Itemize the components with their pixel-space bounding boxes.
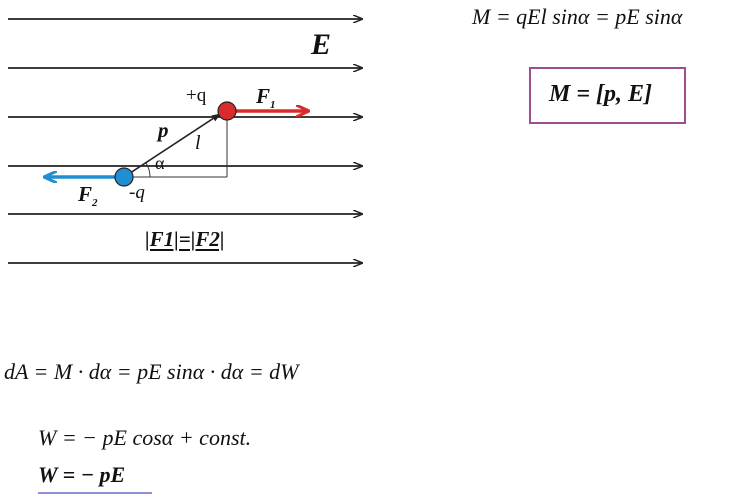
- force2-label: F2: [78, 182, 98, 209]
- length-label: l: [195, 132, 201, 154]
- force1-label: F1: [256, 84, 276, 111]
- dipole-vector-arrow: [123, 113, 221, 178]
- torque-vector-formula: M = [p, E]: [549, 81, 653, 107]
- field-lines: [8, 19, 362, 263]
- positive-charge: [217, 101, 237, 121]
- torque-vector-box: [529, 67, 686, 124]
- torque-formula: M = qEl sinα = pE sinα: [472, 4, 683, 29]
- force-equality-label: |F1|=|F2|: [145, 227, 225, 251]
- negative-charge: [114, 167, 134, 187]
- force2-symbol: F: [78, 182, 93, 206]
- force1-symbol: F: [256, 84, 271, 108]
- dipole-vector-label: p: [158, 118, 169, 142]
- field-label: E: [311, 28, 332, 61]
- angle-label: α: [155, 153, 165, 173]
- minus-charge-label: -q: [129, 182, 145, 203]
- energy-vector-formula: W = − pE: [38, 462, 126, 487]
- energy-formula: W = − pE cosα + const.: [38, 425, 252, 450]
- force1-subscript: 1: [270, 99, 276, 112]
- work-formula: dA = M · dα = pE sinα · dα = dW: [4, 359, 299, 384]
- force2-subscript: 2: [92, 197, 98, 210]
- plus-charge-label: +q: [186, 85, 207, 106]
